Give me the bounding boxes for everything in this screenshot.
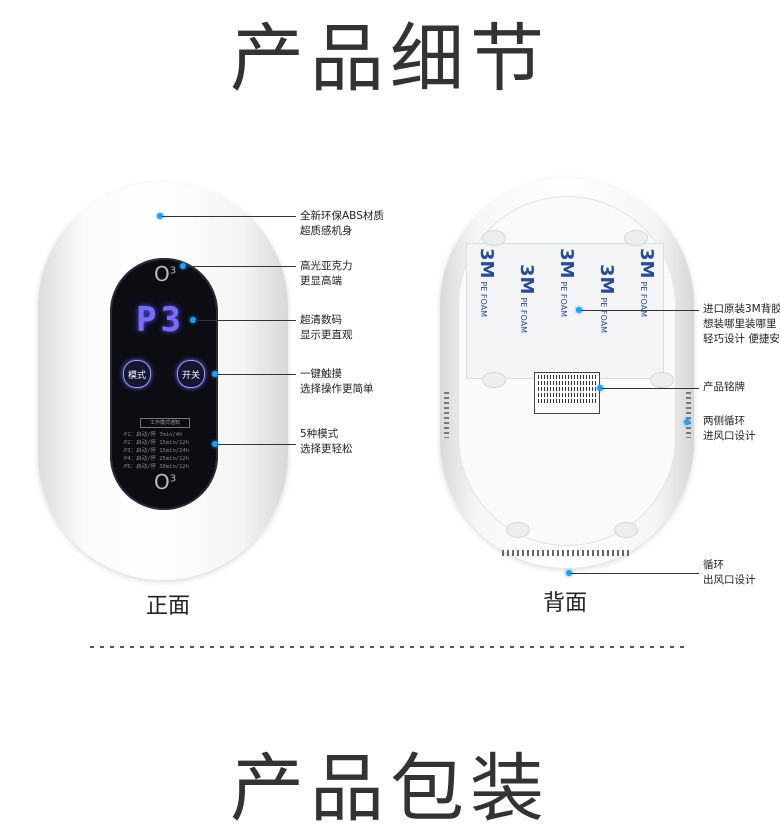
mode-row: P2：启动/停 15min/12h [124, 440, 190, 446]
callout-line [581, 310, 699, 311]
callout-line [571, 573, 699, 574]
callout-dot [566, 570, 572, 576]
side-air-vent-left [444, 392, 449, 438]
mode-row: P4：启动/停 25min/12h [124, 456, 190, 462]
3m-adhesive-foam: 3MPE FOAM 3MPE FOAM 3MPE FOAM 3MPE FOAM … [466, 243, 664, 379]
rubber-foot [482, 230, 506, 246]
callout-modes: 5种模式选择更轻松 [300, 428, 353, 455]
callout-line [602, 388, 699, 389]
callout-dot [212, 441, 218, 447]
callout-abs-material: 全新环保ABS材质超质感机身 [300, 210, 384, 237]
callout-acrylic: 高光亚克力更显高端 [300, 260, 353, 287]
callout-dot [180, 263, 186, 269]
back-caption: 背面 [543, 591, 588, 616]
o3-logo-bottom: O3 [154, 470, 177, 494]
power-touch-button[interactable]: 开关 [177, 360, 205, 388]
callout-dot [212, 371, 218, 377]
callout-dot [597, 385, 603, 391]
o3-logo-top: O3 [154, 262, 177, 286]
mode-table-title: 工作模式通知 [140, 418, 190, 428]
mode-touch-button[interactable]: 模式 [123, 360, 151, 388]
mode-row: P3：启动/停 15min/24h [124, 448, 190, 454]
section-divider [90, 646, 690, 648]
rubber-foot [614, 522, 638, 538]
product-nameplate [534, 372, 600, 414]
rubber-foot [482, 372, 506, 388]
next-section-title: 产品包装 [230, 746, 550, 832]
callout-line [217, 444, 296, 445]
side-air-vent-right [686, 392, 691, 438]
callout-dot [684, 419, 690, 425]
callout-nameplate: 产品铭牌 [703, 381, 745, 393]
section-title: 产品细节 [230, 16, 550, 102]
digital-display: P3 [136, 300, 185, 340]
callout-dot [157, 213, 163, 219]
callout-outlet-vent: 循环出风口设计 [703, 559, 756, 586]
front-caption: 正面 [146, 594, 191, 619]
callout-line [217, 374, 296, 375]
callout-line [162, 216, 296, 217]
rubber-foot [506, 522, 530, 538]
rubber-foot [650, 372, 674, 388]
callout-touch: 一键触摸选择操作更简单 [300, 368, 374, 395]
callout-display: 超清数码显示更直观 [300, 314, 353, 341]
mode-row: P1：启动/停 7min/4h [124, 432, 183, 438]
bottom-air-vent [502, 550, 632, 556]
mode-row: P5：启动/停 30min/12h [124, 464, 190, 470]
callout-line [185, 266, 296, 267]
callout-side-vents: 两侧循环进风口设计 [703, 415, 756, 442]
callout-dot [190, 317, 196, 323]
callout-line [195, 320, 296, 321]
rubber-foot [624, 230, 648, 246]
callout-dot [576, 307, 582, 313]
